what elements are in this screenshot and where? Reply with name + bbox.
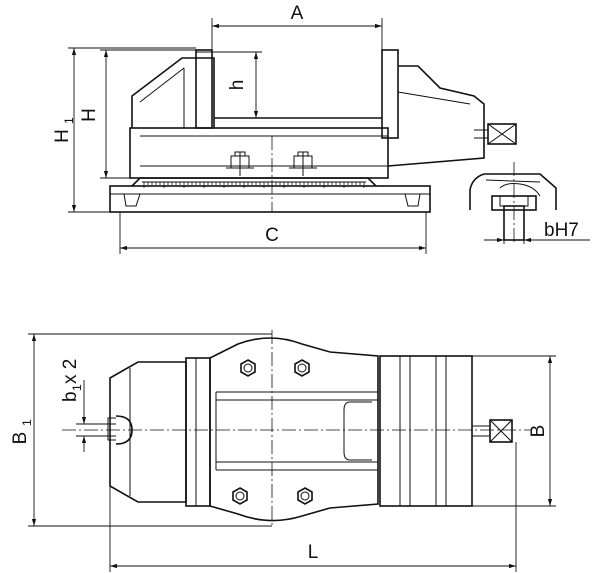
dimension-L-label: L [308,542,319,563]
dimension-b1x2-label: b [60,391,81,402]
hex-nut-bottom-left [232,487,248,505]
clamping-bolt-right [289,151,317,176]
dimension-h-label: h [227,80,248,91]
dimension-B-label: B [528,425,549,438]
movable-jaw-top [379,355,473,507]
spindle-end-top [472,419,513,443]
side-view: A h H H 1 [52,3,517,254]
dimension-C: C [119,212,427,254]
dimension-B: B [472,355,556,507]
dimension-L: L [109,442,517,572]
swivel-scale [131,177,377,188]
dimension-A: A [211,3,383,52]
base-plate [109,185,431,213]
dimension-h: h [196,51,262,119]
hex-nut-top-left [240,359,256,377]
hex-nut-top-right [294,359,310,377]
dimension-H1-label: H [52,129,73,143]
dimension-B1-label: B [10,432,31,445]
clamping-bolt-left [226,151,254,176]
dimension-b1x2-multiplier: x 2 [60,359,81,384]
scale-ticks [143,182,365,188]
dimension-H-label: H [79,108,100,122]
hex-nut-bottom-right [297,487,313,505]
key-slot-detail: bH7 [469,162,590,244]
vise-body [129,49,517,179]
dimension-B1: B 1 [10,333,272,527]
dimension-H1-subscript: 1 [62,117,76,124]
dimension-H: H [79,49,196,179]
vise-body-top [209,337,379,522]
top-view: B 1 b 1 x 2 B L [10,330,556,572]
dimension-C-label: C [265,225,279,246]
dimension-B1-subscript: 1 [20,419,34,426]
dimension-H1: H 1 [52,47,196,213]
dimension-b1x2-subscript: 1 [70,384,84,391]
dimension-b1x2: b 1 x 2 [60,359,87,452]
fixed-jaw-top [76,357,211,507]
dimension-A-label: A [291,3,304,24]
dimension-bH7-label: bH7 [544,220,579,241]
